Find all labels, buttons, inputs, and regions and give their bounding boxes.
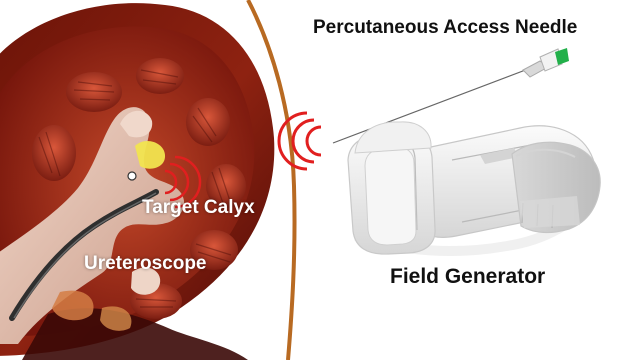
target-calyx-label: Target Calyx bbox=[142, 198, 255, 217]
device-top bbox=[355, 122, 431, 153]
device-face bbox=[365, 147, 416, 245]
signal-waves-icon bbox=[279, 113, 321, 169]
renal-pyramid bbox=[186, 98, 230, 146]
field-generator-label: Field Generator bbox=[390, 266, 545, 287]
field-generator-device bbox=[348, 122, 600, 254]
kidney-illustration bbox=[0, 3, 274, 360]
needle-label: Percutaneous Access Needle bbox=[313, 18, 577, 37]
ureteroscope-label: Ureteroscope bbox=[84, 254, 207, 273]
target-calyx-marker bbox=[128, 172, 136, 180]
device-panel bbox=[520, 196, 580, 228]
kidney-lower-tissue bbox=[22, 308, 248, 360]
renal-pyramid bbox=[136, 58, 184, 94]
renal-pyramid bbox=[32, 125, 76, 181]
